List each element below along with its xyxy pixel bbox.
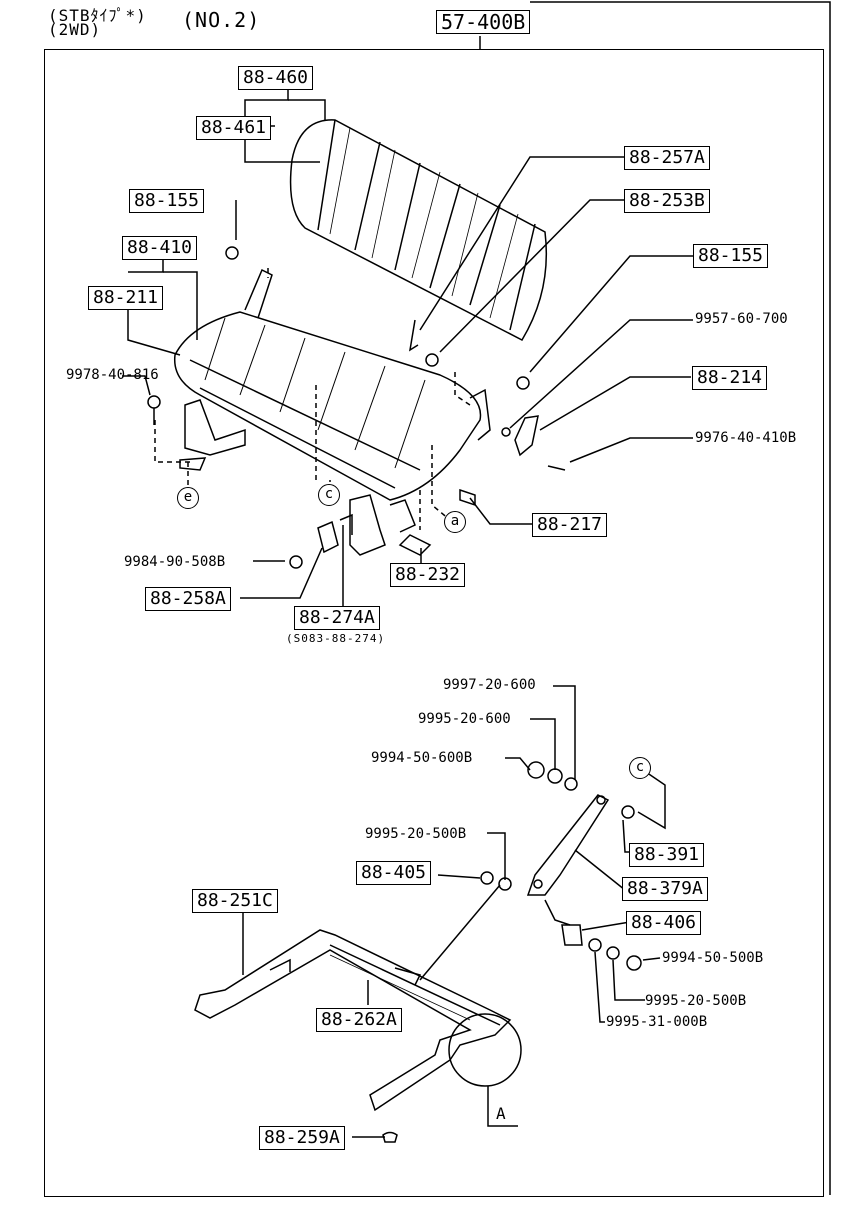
part-9995-20-500B-upper: 9995-20-500B	[365, 826, 467, 842]
callout-A-detail: A	[496, 1104, 506, 1123]
part-88-217: 88-217	[532, 513, 608, 537]
seat-cushion	[173, 311, 482, 501]
part-88-259A: 88-259A	[259, 1126, 345, 1150]
part-9995-20-500B-lower: 9995-20-500B	[645, 993, 747, 1009]
note-s083-88-274: (S083-88-274)	[286, 632, 386, 645]
part-9995-20-600: 9995-20-600	[418, 711, 511, 727]
part-88-406: 88-406	[626, 911, 702, 935]
part-88-214: 88-214	[692, 366, 768, 390]
part-88-379A: 88-379A	[622, 877, 708, 901]
seat-base-frame	[194, 929, 512, 1112]
header-drive-type: (2WD)	[48, 20, 102, 39]
part-9995-31-000B: 9995-31-000B	[606, 1014, 708, 1030]
part-88-155-right: 88-155	[693, 244, 769, 268]
assembly-number-box: 57-400B	[436, 10, 531, 34]
part-9994-50-600B: 9994-50-600B	[371, 750, 473, 766]
part-88-274A: 88-274A	[294, 606, 380, 630]
part-88-410: 88-410	[122, 236, 198, 260]
part-88-262A: 88-262A	[316, 1008, 402, 1032]
header-sheet-number: (NO.2)	[182, 8, 261, 32]
stay-rod	[526, 794, 610, 896]
part-88-232: 88-232	[390, 563, 466, 587]
part-88-211: 88-211	[88, 286, 164, 310]
part-88-251C: 88-251C	[192, 889, 278, 913]
callout-a: a	[444, 511, 466, 533]
callout-c-lower: c	[629, 757, 651, 779]
diagram-frame	[44, 49, 824, 1197]
callout-e: e	[177, 487, 199, 509]
part-9978-40-816: 9978-40-816	[66, 367, 159, 383]
part-9984-90-508B: 9984-90-508B	[124, 554, 226, 570]
part-88-460: 88-460	[238, 66, 314, 90]
part-9997-20-600: 9997-20-600	[443, 677, 536, 693]
part-9994-50-500B: 9994-50-500B	[662, 950, 764, 966]
part-9976-40-410B: 9976-40-410B	[695, 430, 797, 446]
header-model-type: (STBﾀｲﾌﾟ*)	[48, 6, 147, 25]
part-9957-60-700: 9957-60-700	[695, 311, 788, 327]
part-88-391: 88-391	[629, 843, 705, 867]
part-88-405: 88-405	[356, 861, 432, 885]
part-88-155-top: 88-155	[129, 189, 205, 213]
part-88-258A: 88-258A	[145, 587, 231, 611]
part-88-253B: 88-253B	[624, 189, 710, 213]
part-88-257A: 88-257A	[624, 146, 710, 170]
seat-back	[289, 119, 548, 341]
callout-c-upper: c	[318, 484, 340, 506]
part-88-461: 88-461	[196, 116, 272, 140]
